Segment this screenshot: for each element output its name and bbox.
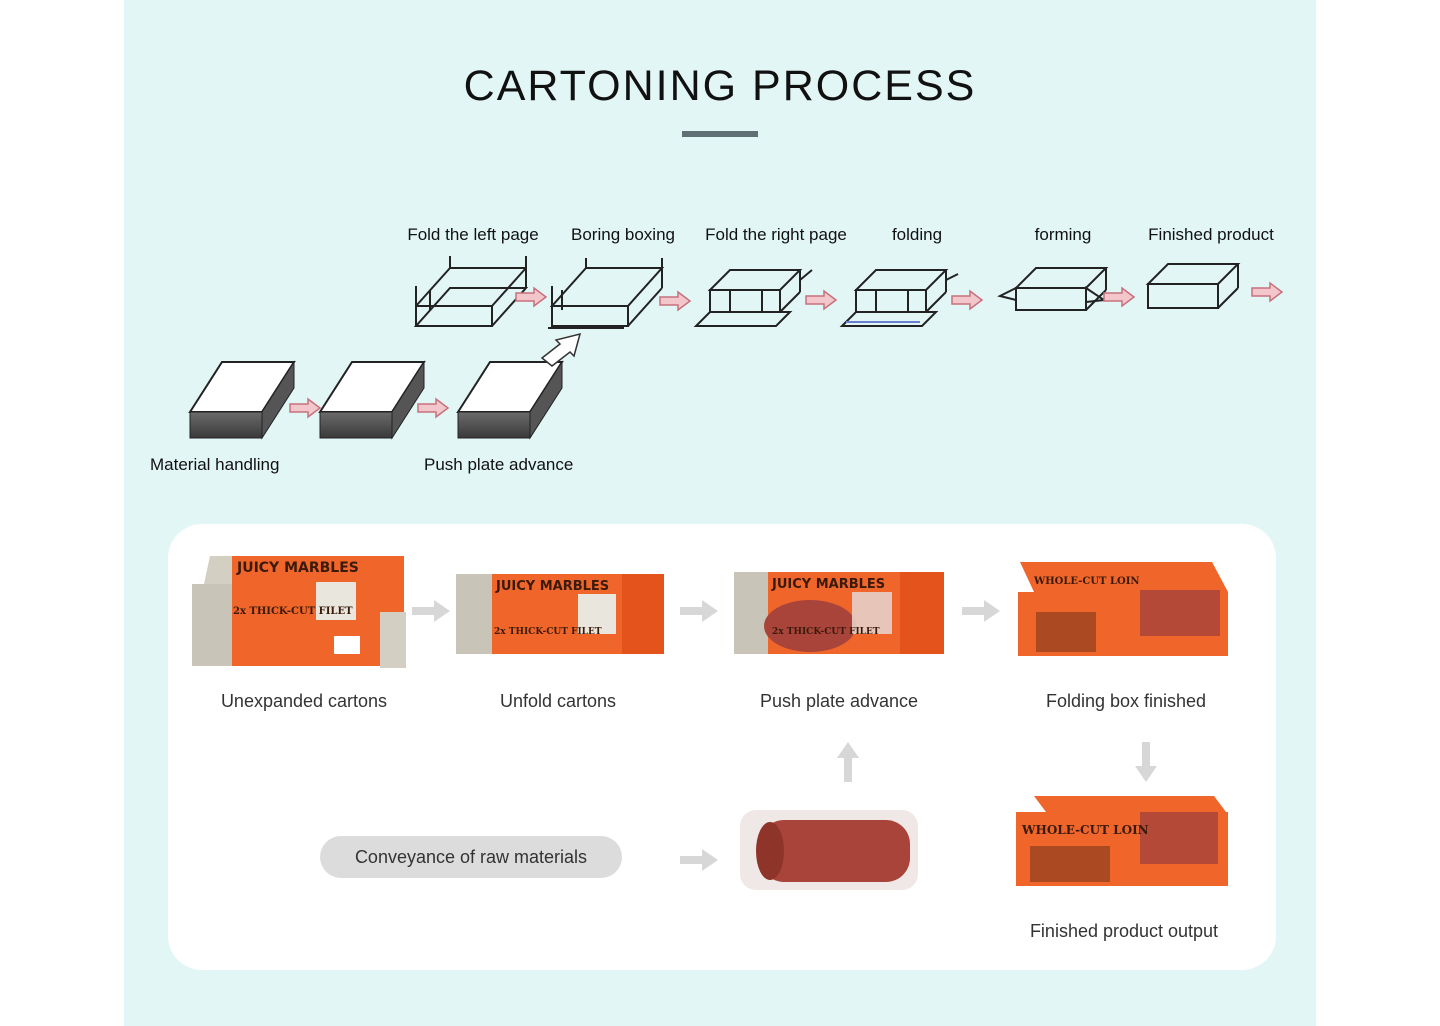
box-brand-text: JUICY MARBLES [495, 579, 609, 594]
photo-label-folding-done: Folding box finished [1045, 691, 1207, 711]
up-right-arrow-icon [540, 332, 582, 367]
arrow-icon [805, 289, 838, 311]
flat-carton-stack-2 [318, 360, 426, 440]
photo-label-output: Finished product output [1029, 921, 1219, 941]
arrow-icon [1103, 286, 1136, 308]
fold-right-page-box [693, 269, 813, 327]
photo-label-push: Push plate advance [759, 691, 919, 711]
forming-box [997, 267, 1109, 311]
conveyance-label: Conveyance of raw materials [354, 847, 588, 867]
arrow-right-icon [412, 600, 450, 622]
box-product-text: WHOLE-CUT LOIN [1021, 823, 1149, 837]
arrow-right-icon [680, 600, 718, 622]
step-label-finished-product: Finished product [1148, 225, 1274, 244]
line-drawing-diagram [188, 256, 1284, 440]
arrow-right-icon [962, 600, 1000, 622]
finished-product-output-image: WHOLE-CUT LOIN [1016, 796, 1228, 886]
photo-label-unfold: Unfold cartons [499, 691, 617, 711]
boring-boxing-box [548, 258, 665, 329]
step-label-fold-left-page: Fold the left page [407, 225, 539, 244]
arrow-icon [515, 286, 548, 308]
box-product-text: 2x THICK-CUT FILET [233, 606, 353, 617]
step-label-folding: folding [891, 225, 943, 244]
step-label-boring-boxing: Boring boxing [571, 225, 675, 244]
flat-carton-stack-3 [456, 360, 564, 440]
step-label-fold-right-page: Fold the right page [705, 225, 847, 244]
unfolded-carton-image: JUICY MARBLES 2x THICK-CUT FILET [456, 574, 664, 654]
arrow-icon [289, 397, 322, 419]
box-product-text: 2x THICK-CUT FILET [494, 627, 602, 637]
title-underline [682, 131, 758, 137]
box-product-text: WHOLE-CUT LOIN [1033, 576, 1140, 587]
page-title: CARTONING PROCESS [463, 62, 977, 110]
box-product-text: 2x THICK-CUT FILET [772, 627, 880, 637]
push-plate-carton-image: JUICY MARBLES 2x THICK-CUT FILET [734, 572, 944, 654]
arrow-up-icon [837, 742, 859, 782]
folding-box-finished-image: WHOLE-CUT LOIN [1018, 562, 1228, 656]
arrow-icon [417, 397, 450, 419]
folding-box [839, 269, 959, 327]
box-brand-text: JUICY MARBLES [236, 560, 359, 576]
raw-material-meat-image [740, 810, 918, 890]
step-label-material-handling: Material handling [150, 455, 280, 474]
arrow-icon [951, 289, 984, 311]
step-label-forming: forming [1034, 225, 1092, 244]
arrow-icon [659, 290, 692, 312]
box-brand-text: JUICY MARBLES [771, 577, 885, 592]
arrow-icon [1251, 281, 1284, 303]
arrow-down-icon [1135, 742, 1157, 782]
unexpanded-carton-image: JUICY MARBLES 2x THICK-CUT FILET [192, 556, 406, 668]
finished-product-box [1145, 263, 1241, 309]
step-label-push-plate-advance: Push plate advance [424, 455, 574, 474]
fold-left-page-box [413, 256, 529, 327]
flat-carton-stack-1 [188, 360, 296, 440]
arrow-right-icon [680, 849, 718, 871]
photo-label-unexpanded: Unexpanded cartons [220, 691, 388, 711]
conveyance-pill: Conveyance of raw materials [320, 836, 622, 878]
